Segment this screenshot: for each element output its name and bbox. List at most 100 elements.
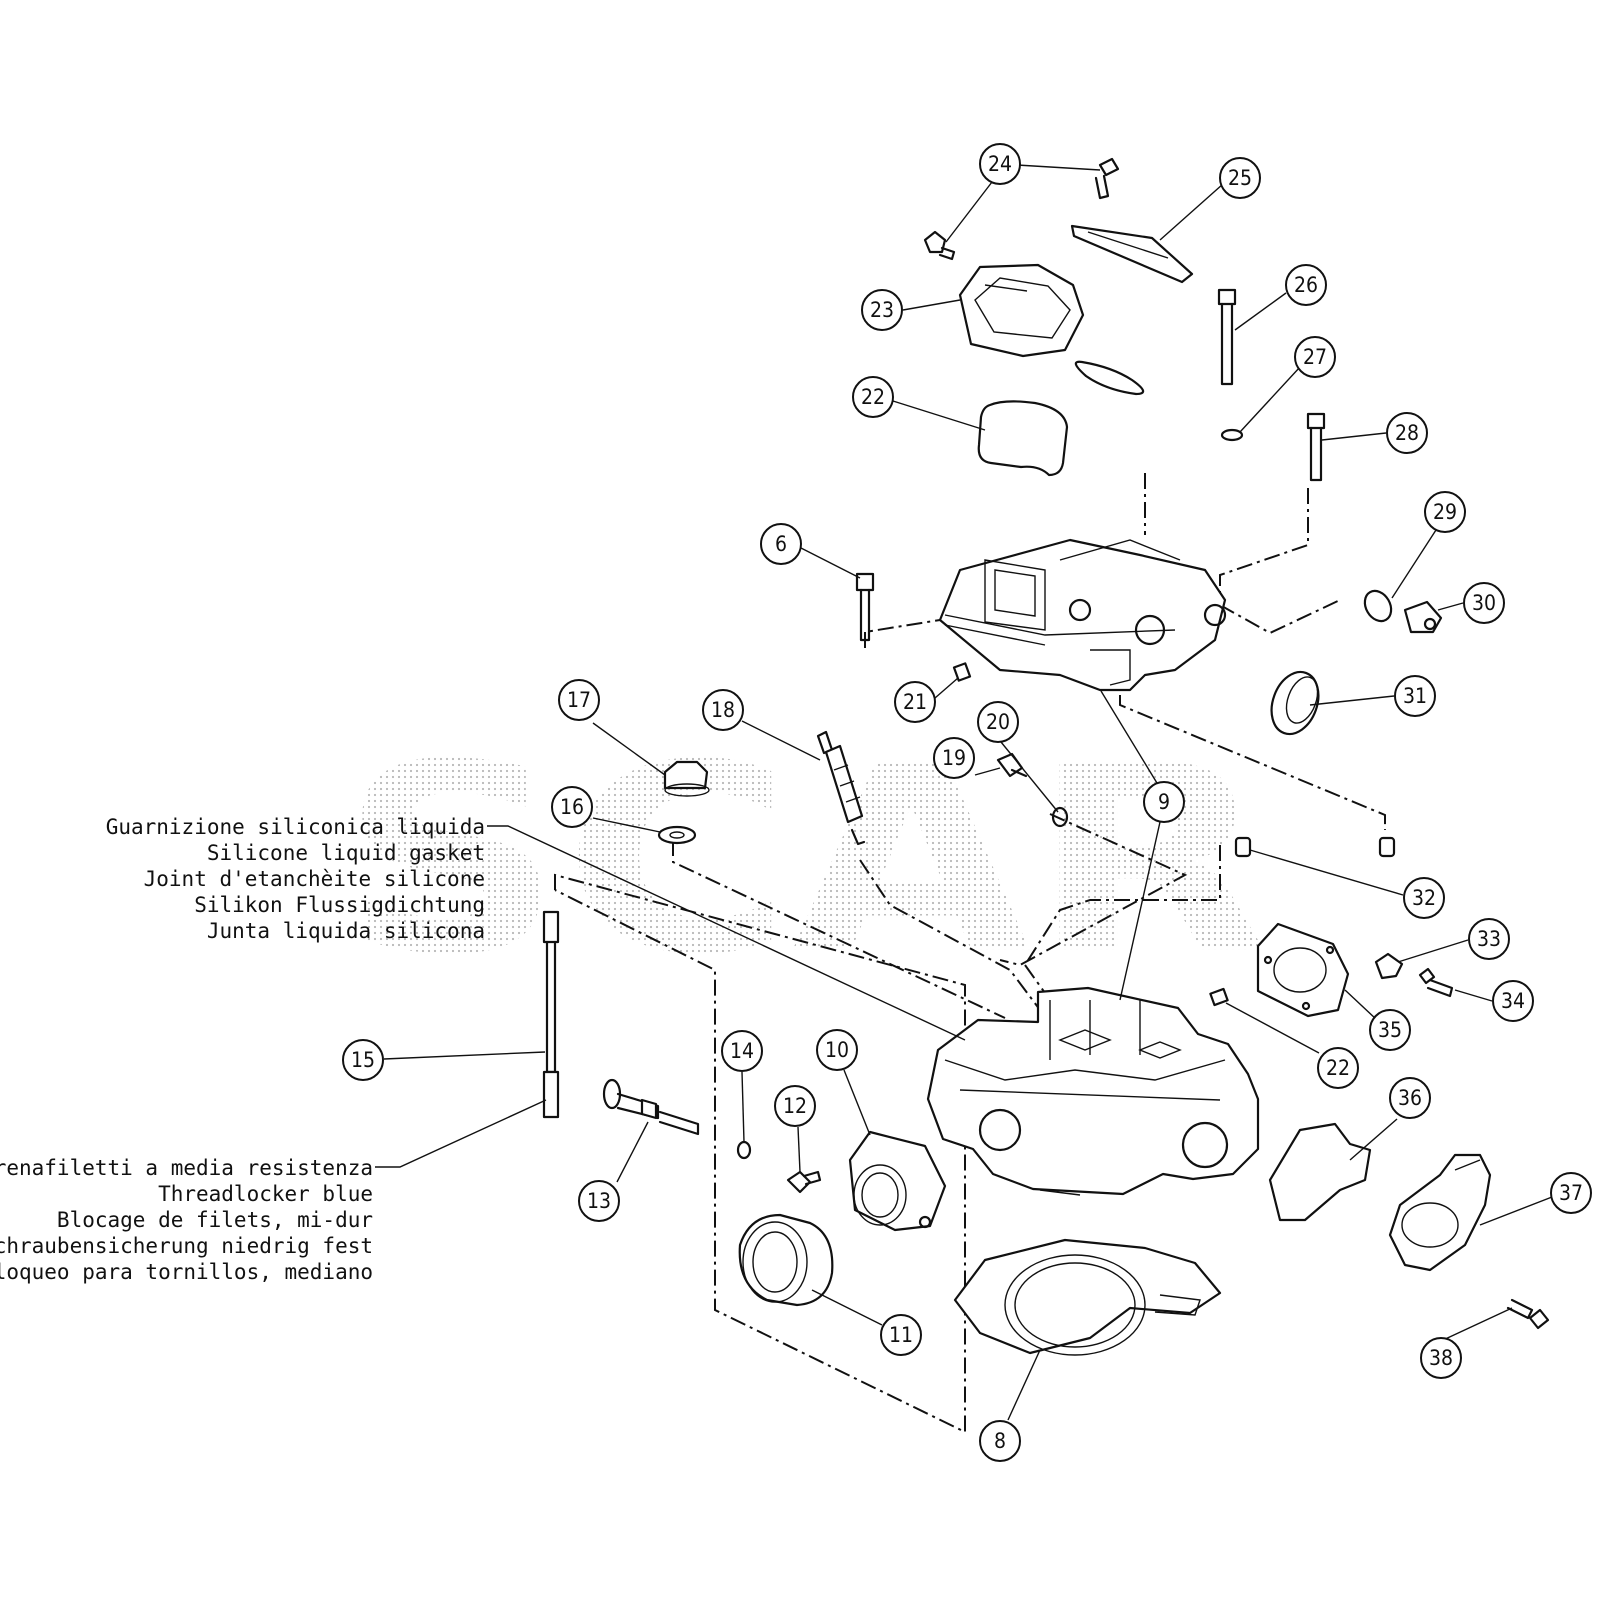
threadlocker-note: Frenafiletti a media resistenza Threadlo… [0,1156,373,1284]
callout-35: 35 [1369,1009,1411,1051]
valve-cover-23 [958,263,1085,358]
callout-9-label: 9 [1158,790,1170,814]
callout-16: 16 [551,786,593,828]
callout-22-top: 22 [852,376,894,418]
callout-27-label: 27 [1303,345,1327,369]
callout-6-label: 6 [775,532,787,556]
callout-10: 10 [816,1029,858,1071]
bolt-38 [1506,1298,1550,1330]
callout-17-label: 17 [567,688,591,712]
dowel-32-right [1378,836,1396,858]
callout-26: 26 [1285,264,1327,306]
callout-11-label: 11 [889,1323,913,1347]
bolt-26 [1217,288,1237,386]
callout-30: 30 [1463,582,1505,624]
callout-14: 14 [721,1030,763,1072]
gasket-note-line-1: Guarnizione siliconica liquida [106,815,485,839]
dowel-32-left [1234,836,1252,858]
callout-9: 9 [1143,781,1185,823]
callout-17: 17 [558,679,600,721]
washer-16 [657,825,697,845]
callout-10-label: 10 [825,1038,849,1062]
callout-6: 6 [760,523,802,565]
gasket-note-leader [487,825,966,1041]
bolt-6 [855,572,875,642]
callout-32-label: 32 [1412,886,1436,910]
gasket-note-line-2: Silicone liquid gasket [207,841,485,865]
callout-27: 27 [1294,336,1336,378]
callout-30-label: 30 [1472,591,1496,615]
gasket-22-top [977,400,1069,477]
callout-22-lower: 22 [1317,1047,1359,1089]
threadlocker-note-line-1: Frenafiletti a media resistenza [0,1156,373,1180]
callout-34-label: 34 [1501,989,1525,1013]
callout-38-label: 38 [1429,1346,1453,1370]
intake-boot-11 [738,1213,834,1307]
cylinder-head-9 [926,986,1260,1196]
callout-37-label: 37 [1559,1181,1583,1205]
callout-24-label: 24 [988,152,1012,176]
plug-33 [1374,952,1404,980]
callout-36-label: 36 [1398,1086,1422,1110]
stud-15 [542,910,560,1119]
bolt-28 [1306,412,1326,482]
callout-20: 20 [977,701,1019,743]
callout-24: 24 [979,143,1021,185]
fitting-13 [602,1078,700,1136]
threadlocker-note-leader [375,1099,547,1168]
callout-12-label: 12 [783,1094,807,1118]
gasket-36 [1268,1122,1372,1222]
callout-29: 29 [1424,491,1466,533]
threadlocker-note-line-4: Schraubensicherung niedrig fest [0,1234,373,1258]
callout-31: 31 [1394,675,1436,717]
cap-31 [1270,670,1320,736]
callout-19: 19 [933,737,975,779]
callout-34: 34 [1492,980,1534,1022]
callout-leaders [383,164,1553,1421]
callout-22-lower-label: 22 [1326,1056,1350,1080]
housing-35 [1256,922,1350,1018]
callout-23-label: 23 [870,298,894,322]
pump-cover-37 [1388,1153,1492,1272]
spark-plug-18 [816,730,866,846]
callout-26-label: 26 [1294,273,1318,297]
callout-16-label: 16 [560,795,584,819]
callout-35-label: 35 [1378,1018,1402,1042]
callout-11: 11 [880,1314,922,1356]
gasket-note-line-4: Silikon Flussigdichtung [194,893,485,917]
callout-13: 13 [578,1180,620,1222]
plug-30 [1403,600,1443,634]
nut-17 [663,760,710,797]
bolt-12 [786,1170,822,1194]
washer-27 [1220,428,1244,442]
callout-18-label: 18 [711,698,735,722]
callout-8: 8 [979,1420,1021,1462]
callout-37: 37 [1550,1172,1592,1214]
callout-18: 18 [702,689,744,731]
bolt-24-top [1094,157,1120,200]
callout-38: 38 [1420,1337,1462,1379]
plug-22-lower [1209,987,1229,1007]
callout-13-label: 13 [587,1189,611,1213]
callout-31-label: 31 [1403,684,1427,708]
callout-32: 32 [1403,877,1445,919]
gasket-note-line-3: Joint d'etanchèite silicone [144,867,485,891]
callout-21: 21 [894,681,936,723]
callout-23: 23 [861,289,903,331]
bolt-34 [1418,967,1454,998]
intake-flange-10 [848,1130,947,1232]
callout-22-top-label: 22 [861,385,885,409]
gasket-note: Guarnizione siliconica liquida Silicone … [106,815,485,943]
head-gasket-8 [953,1238,1222,1356]
threadlocker-note-line-2: Threadlocker blue [158,1182,373,1206]
callout-15: 15 [342,1039,384,1081]
callout-20-label: 20 [986,710,1010,734]
threadlocker-note-line-3: Blocage de filets, mi-dur [57,1208,373,1232]
callout-36: 36 [1389,1077,1431,1119]
callout-8-label: 8 [994,1429,1006,1453]
camshaft-carrier [938,538,1227,692]
washer-20 [1051,806,1069,828]
threadlocker-note-line-5: Bloqueo para tornillos, mediano [0,1260,373,1284]
callout-12: 12 [774,1085,816,1127]
